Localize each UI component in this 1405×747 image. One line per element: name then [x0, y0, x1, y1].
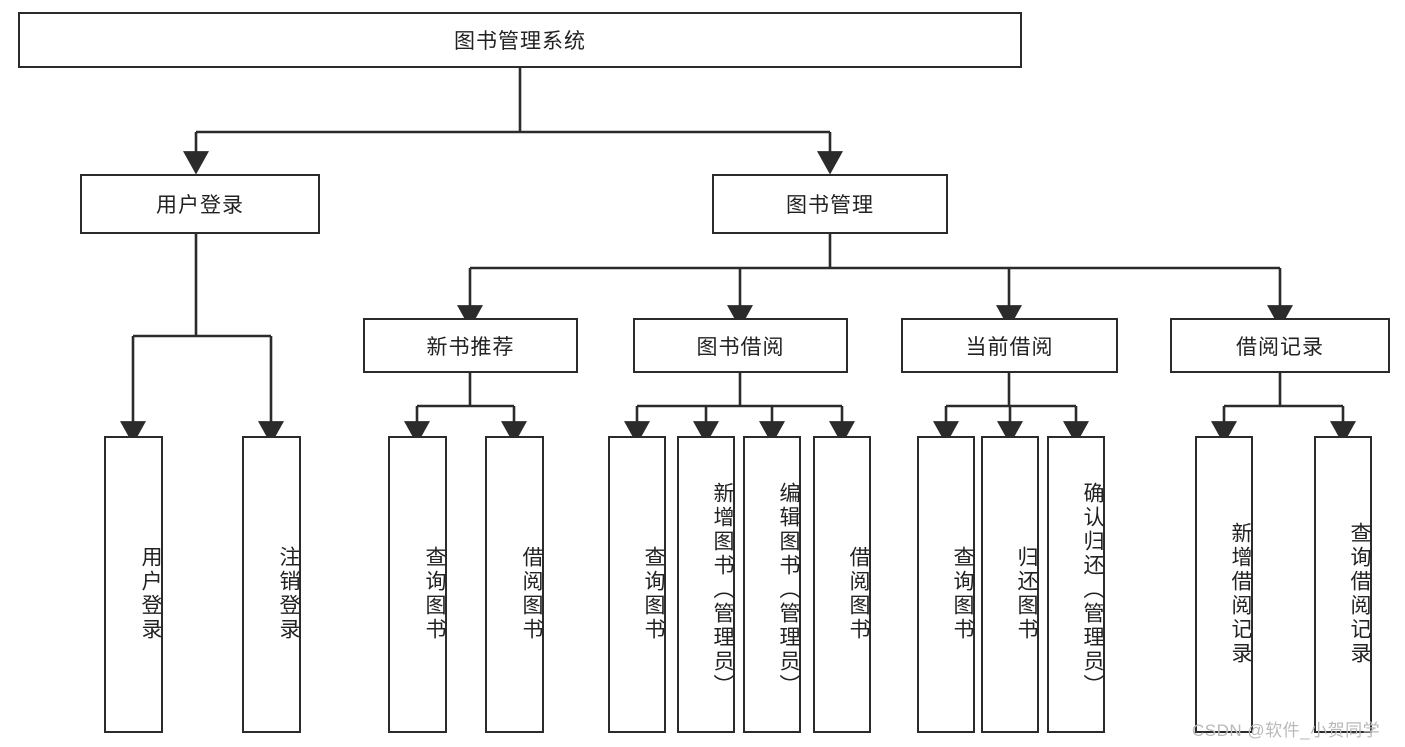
leaf-confirm-return-admin[interactable]: 确认归还（管理员）: [1047, 436, 1105, 733]
leaf-return-book[interactable]: 归还图书: [981, 436, 1039, 733]
leaf-borrow-book-recommend[interactable]: 借阅图书: [485, 436, 544, 733]
leaf-query-book-borrow[interactable]: 查询图书: [608, 436, 666, 733]
node-user-login[interactable]: 用户登录: [80, 174, 320, 234]
node-new-book-recommend[interactable]: 新书推荐: [363, 318, 578, 373]
node-book-borrow[interactable]: 图书借阅: [633, 318, 848, 373]
node-book-management[interactable]: 图书管理: [712, 174, 948, 234]
leaf-query-book-recommend[interactable]: 查询图书: [388, 436, 447, 733]
leaf-logout[interactable]: 注销登录: [242, 436, 301, 733]
node-borrow-record[interactable]: 借阅记录: [1170, 318, 1390, 373]
leaf-query-borrow-record[interactable]: 查询借阅记录: [1314, 436, 1372, 733]
leaf-query-book-current[interactable]: 查询图书: [917, 436, 975, 733]
leaf-borrow-book[interactable]: 借阅图书: [813, 436, 871, 733]
node-current-borrow[interactable]: 当前借阅: [901, 318, 1118, 373]
leaf-add-book-admin[interactable]: 新增图书（管理员）: [677, 436, 735, 733]
leaf-user-login[interactable]: 用户登录: [104, 436, 163, 733]
csdn-watermark: CSDN @软件_小贺同学: [1192, 721, 1381, 740]
leaf-add-borrow-record[interactable]: 新增借阅记录: [1195, 436, 1253, 733]
leaf-edit-book-admin[interactable]: 编辑图书（管理员）: [743, 436, 801, 733]
node-root-system[interactable]: 图书管理系统: [18, 12, 1022, 68]
